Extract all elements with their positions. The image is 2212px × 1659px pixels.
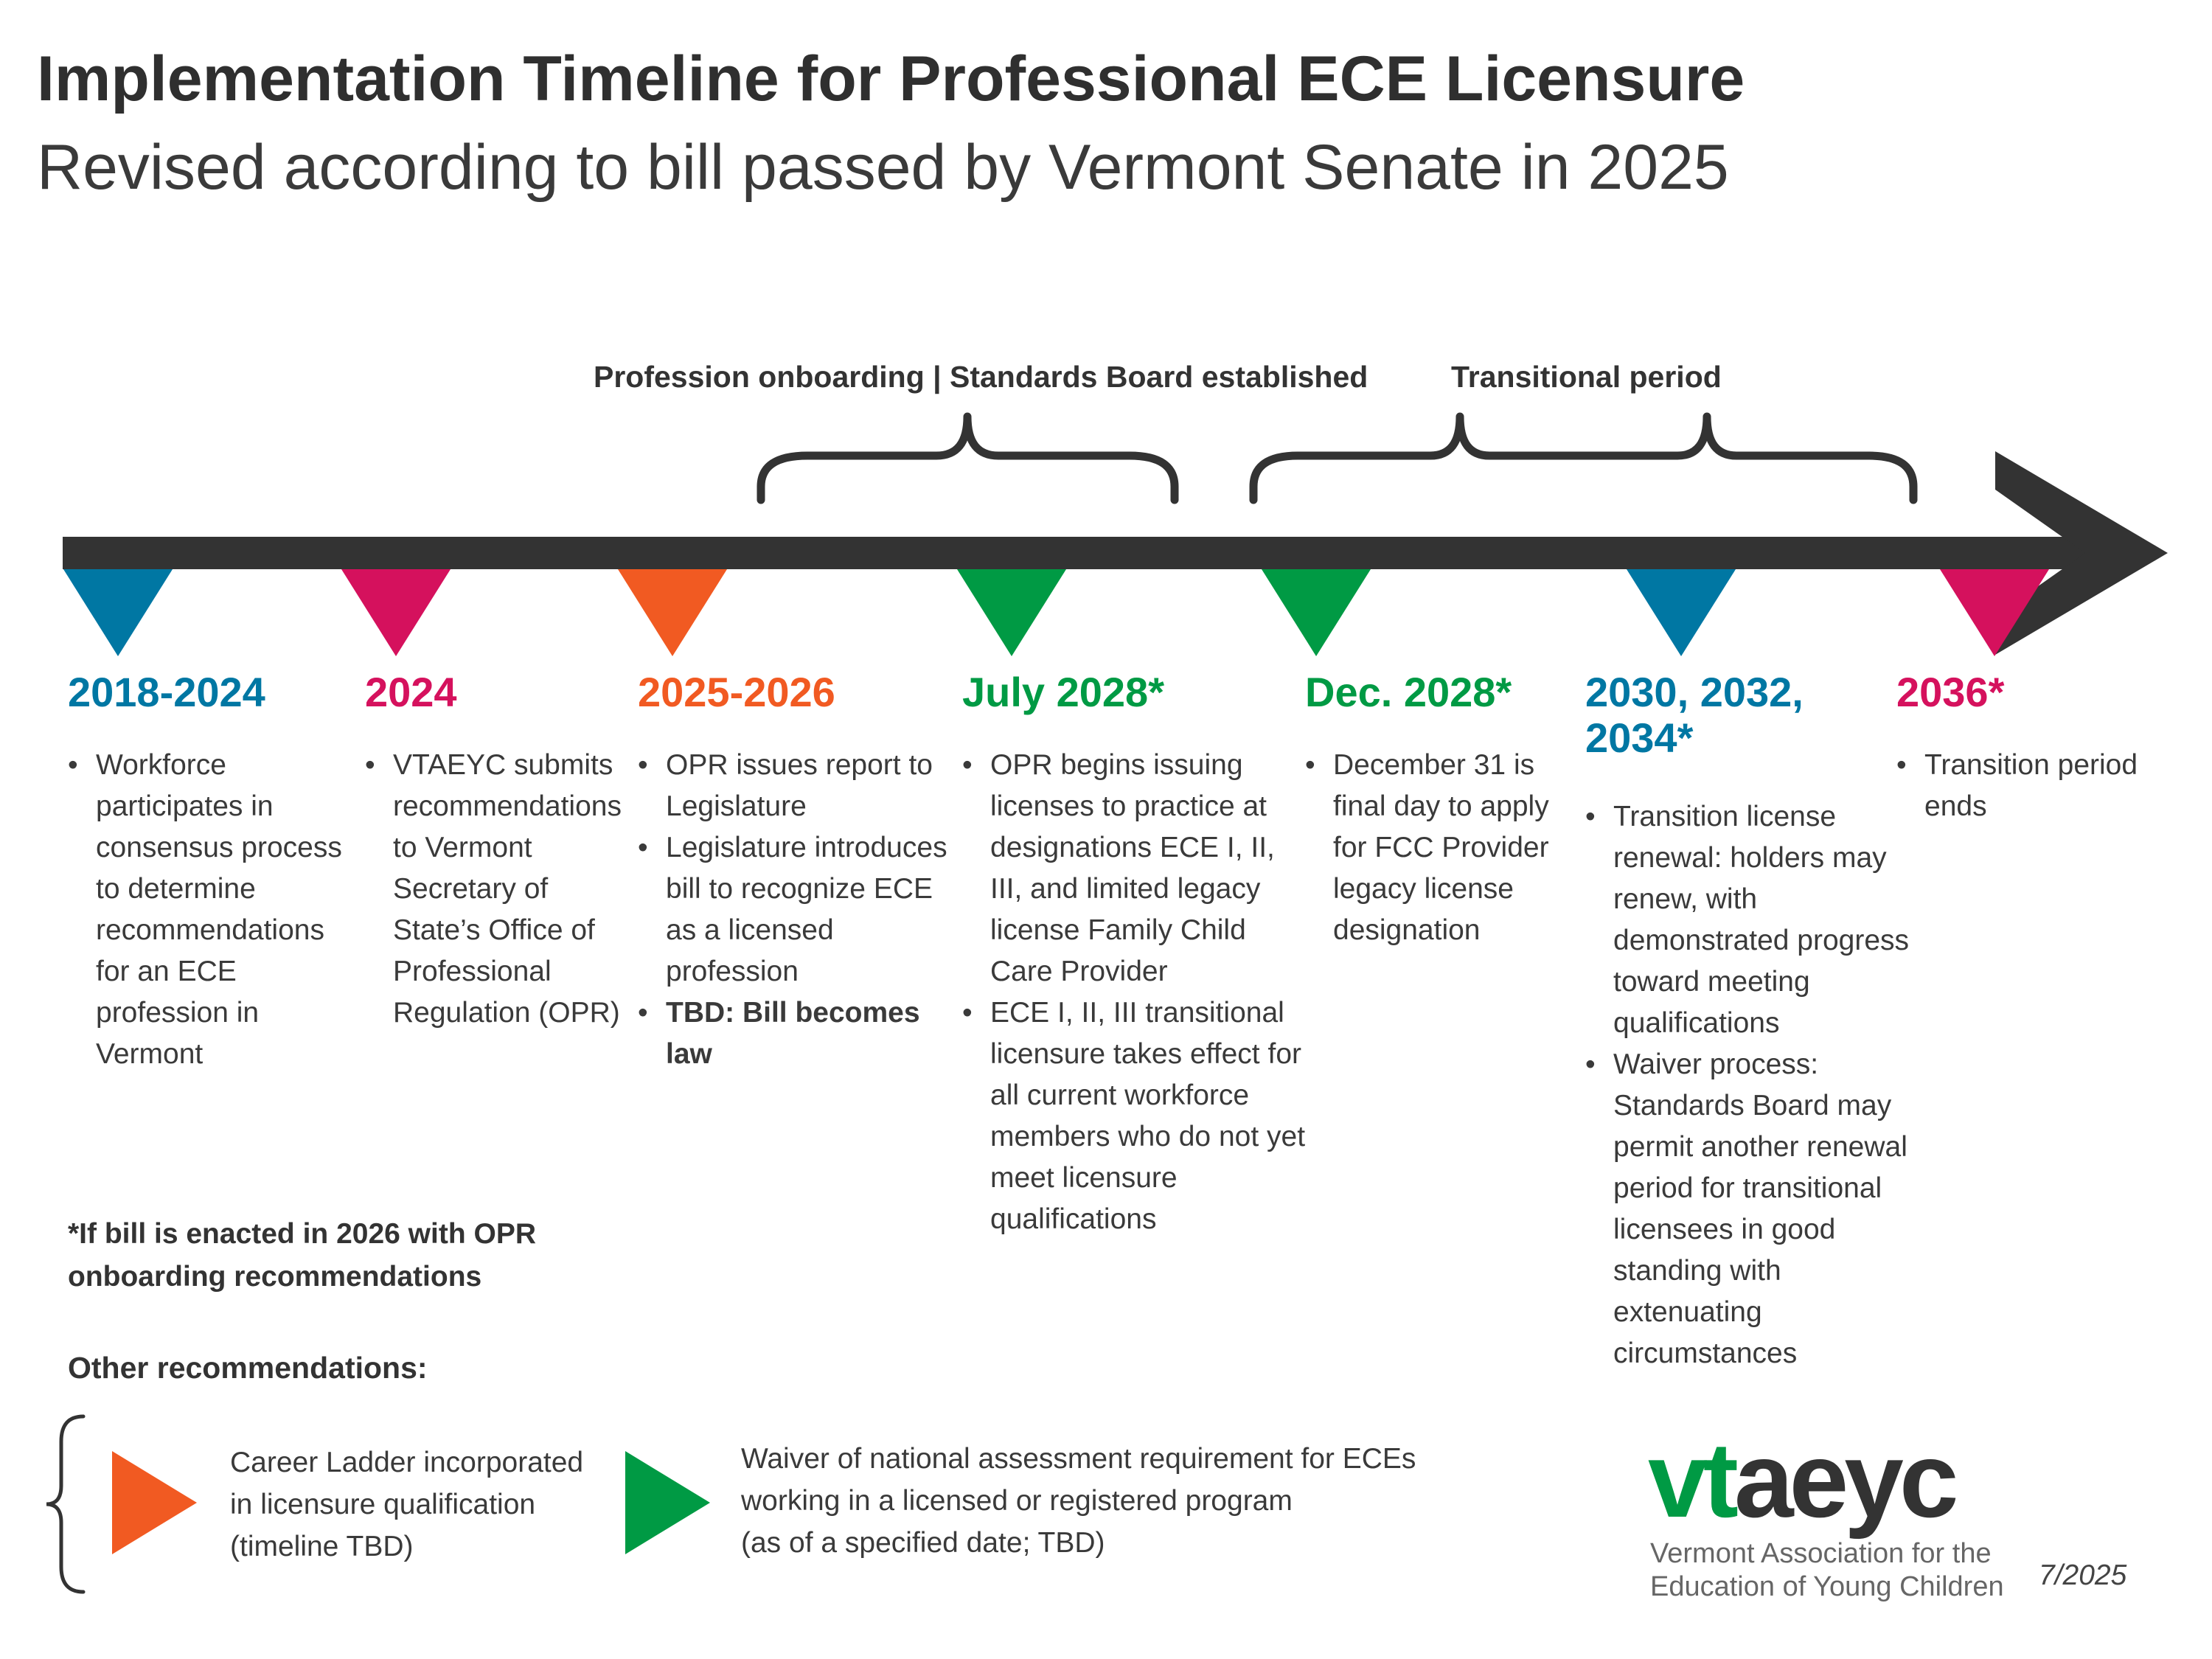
logo-aeyc: aeyc	[1733, 1420, 1959, 1540]
other-recommendations-heading: Other recommendations:	[68, 1351, 428, 1385]
milestone-period-6: 2036*	[1896, 669, 2005, 715]
milestone-marker-4	[1262, 569, 1371, 656]
milestone-details-4: December 31 is final day to apply for FC…	[1305, 745, 1585, 951]
milestone-marker-6	[1940, 569, 2049, 656]
milestone-bullet: December 31 is final day to apply for FC…	[1305, 745, 1585, 951]
recommendation-marker-0	[112, 1451, 197, 1554]
timeline-arrow-head	[1995, 451, 2168, 655]
logo-tagline-line1: Vermont Association for the	[1650, 1538, 1992, 1569]
recommendation-line: Career Ladder incorporated	[230, 1447, 584, 1478]
milestone-bullet: OPR begins issuing licenses to practice …	[962, 745, 1309, 992]
milestone-bullet: Legislature introduces bill to recognize…	[638, 827, 955, 992]
page-subtitle: Revised according to bill passed by Verm…	[37, 132, 1729, 203]
recommendation-line: in licensure qualification	[230, 1489, 536, 1520]
logo-tagline: Vermont Association for the Education of…	[1650, 1537, 2063, 1604]
milestone-bullet: VTAEYC submits recommendations to Vermon…	[365, 745, 638, 1034]
milestone-period-1: 2024	[365, 669, 457, 715]
page-title: Implementation Timeline for Professional…	[37, 44, 1745, 114]
milestone-bullet: ECE I, II, III transitional licensure ta…	[962, 992, 1309, 1240]
milestone-period-5: 2030, 2032, 2034*	[1585, 669, 1804, 761]
milestone-period-2: 2025-2026	[638, 669, 835, 715]
logo-tagline-line2: Education of Young Children	[1650, 1571, 2004, 1602]
recommendation-text-1: Waiver of national assessment requiremen…	[741, 1438, 1478, 1564]
timeline-arrow	[63, 451, 2168, 655]
milestone-bullet-bold: TBD: Bill becomes law	[638, 992, 955, 1075]
milestone-marker-1	[341, 569, 451, 656]
milestone-details-1: VTAEYC submits recommendations to Vermon…	[365, 745, 638, 1034]
recommendation-line: (timeline TBD)	[230, 1531, 414, 1562]
recommendation-marker-1	[625, 1451, 710, 1554]
logo-vt: vt	[1648, 1420, 1739, 1540]
milestone-marker-3	[957, 569, 1066, 656]
milestone-details-2: OPR issues report to LegislatureLegislat…	[638, 745, 955, 1075]
milestone-bullet: Transition license renewal: holders may …	[1585, 796, 1910, 1044]
brace-transitional	[1249, 412, 1918, 504]
milestone-details-0: Workforce participates in consensus proc…	[68, 745, 359, 1075]
milestone-bullet-bold-text: TBD: Bill becomes law	[666, 997, 920, 1070]
brace-label-onboarding: Profession onboarding | Standards Board …	[594, 360, 1368, 394]
revision-date: 7/2025	[2039, 1559, 2127, 1591]
recommendation-line: working in a licensed or registered prog…	[741, 1485, 1293, 1517]
recommendation-line: (as of a specified date; TBD)	[741, 1527, 1105, 1559]
milestone-details-6: Transition period ends	[1896, 745, 2206, 827]
milestone-bullet: Waiver process: Standards Board may perm…	[1585, 1044, 1910, 1374]
milestone-marker-5	[1627, 569, 1736, 656]
brace-onboarding	[757, 412, 1179, 504]
recommendation-text-0: Career Ladder incorporated in licensure q…	[230, 1441, 599, 1568]
milestone-period-0: 2018-2024	[68, 669, 265, 715]
vtaeyc-logo: vtaeyc	[1648, 1427, 1959, 1534]
footnote: *If bill is enacted in 2026 with OPR onb…	[68, 1218, 537, 1293]
milestone-bullet: OPR issues report to Legislature	[638, 745, 955, 827]
milestone-marker-0	[63, 569, 173, 656]
milestone-details-5: Transition license renewal: holders may …	[1585, 796, 1910, 1374]
milestone-marker-2	[618, 569, 727, 656]
milestone-bullet: Workforce participates in consensus proc…	[68, 745, 359, 1075]
milestone-details-3: OPR begins issuing licenses to practice …	[962, 745, 1309, 1240]
recommendation-line: Waiver of national assessment requiremen…	[741, 1443, 1416, 1475]
milestone-period-4: Dec. 2028*	[1305, 669, 1512, 715]
other-recommendations-brace	[46, 1414, 86, 1594]
milestone-bullet: Transition period ends	[1896, 745, 2206, 827]
milestone-period-3: July 2028*	[962, 669, 1164, 715]
brace-label-transitional: Transitional period	[1451, 360, 1722, 394]
timeline-arrow-shaft	[63, 537, 2127, 569]
